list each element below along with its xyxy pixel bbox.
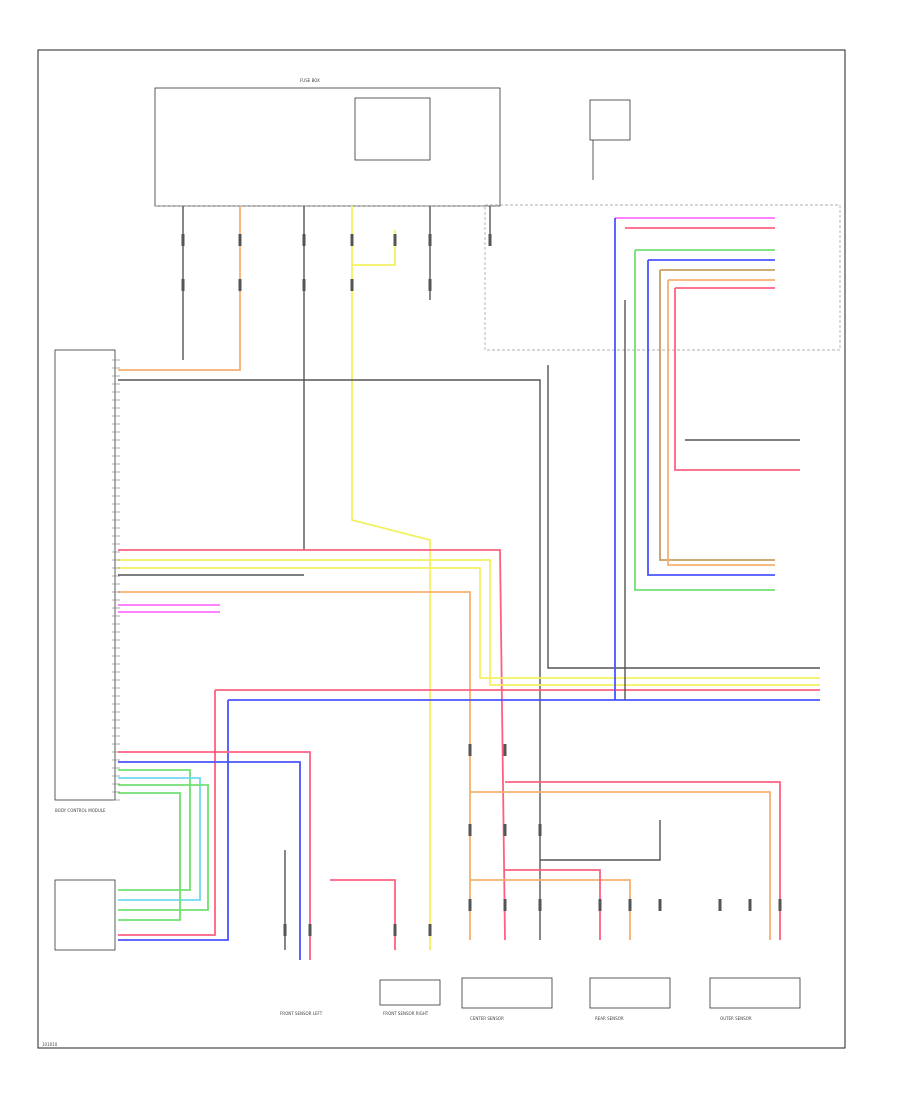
connector-marker bbox=[302, 279, 306, 291]
junction-box-right bbox=[484, 204, 841, 351]
wire-orange bbox=[470, 879, 631, 940]
wire-cyan bbox=[118, 777, 201, 901]
front-sensor-left-label: FRONT SENSOR LEFT bbox=[280, 1011, 323, 1016]
wire-brown bbox=[659, 270, 775, 561]
connector-marker bbox=[428, 234, 432, 246]
fuse-box: FUSE BOX bbox=[154, 78, 501, 207]
connector-marker bbox=[393, 234, 397, 246]
diagram-frame bbox=[37, 49, 846, 1049]
connector-marker bbox=[181, 234, 185, 246]
wire-orange bbox=[118, 206, 241, 371]
connector-marker bbox=[350, 234, 354, 246]
wire-red bbox=[330, 879, 396, 950]
wire-blue bbox=[647, 260, 775, 576]
wire-yellow bbox=[351, 206, 431, 950]
connector-marker bbox=[428, 924, 432, 936]
connector-marker bbox=[598, 899, 602, 911]
wire-yellow bbox=[118, 567, 820, 679]
connector-marker bbox=[238, 279, 242, 291]
wire-grey bbox=[118, 379, 541, 940]
connector-marker bbox=[238, 234, 242, 246]
connector-marker bbox=[503, 899, 507, 911]
wire-orange bbox=[667, 280, 775, 566]
wire-red bbox=[118, 690, 216, 936]
connector-marker bbox=[181, 279, 185, 291]
connector-marker bbox=[468, 899, 472, 911]
connector-marker bbox=[748, 899, 752, 911]
wire-red bbox=[118, 751, 311, 960]
connector-marker bbox=[468, 744, 472, 756]
connector-marker bbox=[718, 899, 722, 911]
wire-grey bbox=[540, 820, 661, 861]
front-sensor-right-label: FRONT SENSOR RIGHT bbox=[383, 1011, 429, 1016]
wire-green bbox=[118, 784, 209, 911]
connector-marker bbox=[538, 899, 542, 911]
connector-marker bbox=[393, 924, 397, 936]
lower-left-module bbox=[54, 879, 116, 951]
wire-orange bbox=[118, 591, 471, 940]
wire-green bbox=[634, 250, 775, 591]
wires bbox=[118, 206, 820, 960]
fuse-block-right bbox=[589, 99, 631, 180]
wire-green bbox=[118, 769, 191, 891]
center-sensor-label: CENTER SENSOR bbox=[470, 1016, 504, 1021]
connector-marker bbox=[302, 234, 306, 246]
wire-blue bbox=[118, 761, 301, 960]
wire-red bbox=[118, 549, 506, 941]
connector-marker bbox=[488, 234, 492, 246]
wire-grey bbox=[547, 365, 820, 669]
connectors bbox=[181, 234, 782, 936]
wire-red bbox=[674, 288, 800, 471]
wire-yellow bbox=[352, 230, 396, 266]
wire-red bbox=[505, 781, 781, 940]
connector-marker bbox=[778, 899, 782, 911]
outer-sensor-label: OUTER SENSOR bbox=[720, 1016, 752, 1021]
connector-marker bbox=[503, 824, 507, 836]
wire-green bbox=[118, 792, 181, 921]
wire-blue bbox=[118, 700, 229, 941]
body-control-module: BODY CONTROL MODULE bbox=[54, 349, 116, 813]
wire-yellow bbox=[118, 559, 820, 686]
connector-marker bbox=[308, 924, 312, 936]
connector-marker bbox=[468, 824, 472, 836]
connector-marker bbox=[503, 744, 507, 756]
wire-orange bbox=[470, 791, 771, 940]
connector-marker bbox=[658, 899, 662, 911]
fuse-box-label: FUSE BOX bbox=[300, 78, 320, 83]
connector-marker bbox=[628, 899, 632, 911]
wire-red bbox=[505, 869, 601, 940]
connector-marker bbox=[350, 279, 354, 291]
connector-marker bbox=[428, 279, 432, 291]
connector-marker bbox=[538, 824, 542, 836]
sensor-boxes: FRONT SENSOR RIGHT CENTER SENSOR REAR SE… bbox=[280, 977, 801, 1021]
connector-marker bbox=[283, 924, 287, 936]
rear-sensor-label: REAR SENSOR bbox=[595, 1016, 624, 1021]
body-control-label: BODY CONTROL MODULE bbox=[55, 808, 106, 813]
module-pins bbox=[112, 359, 120, 801]
footer-code: 101010 bbox=[42, 1042, 58, 1047]
